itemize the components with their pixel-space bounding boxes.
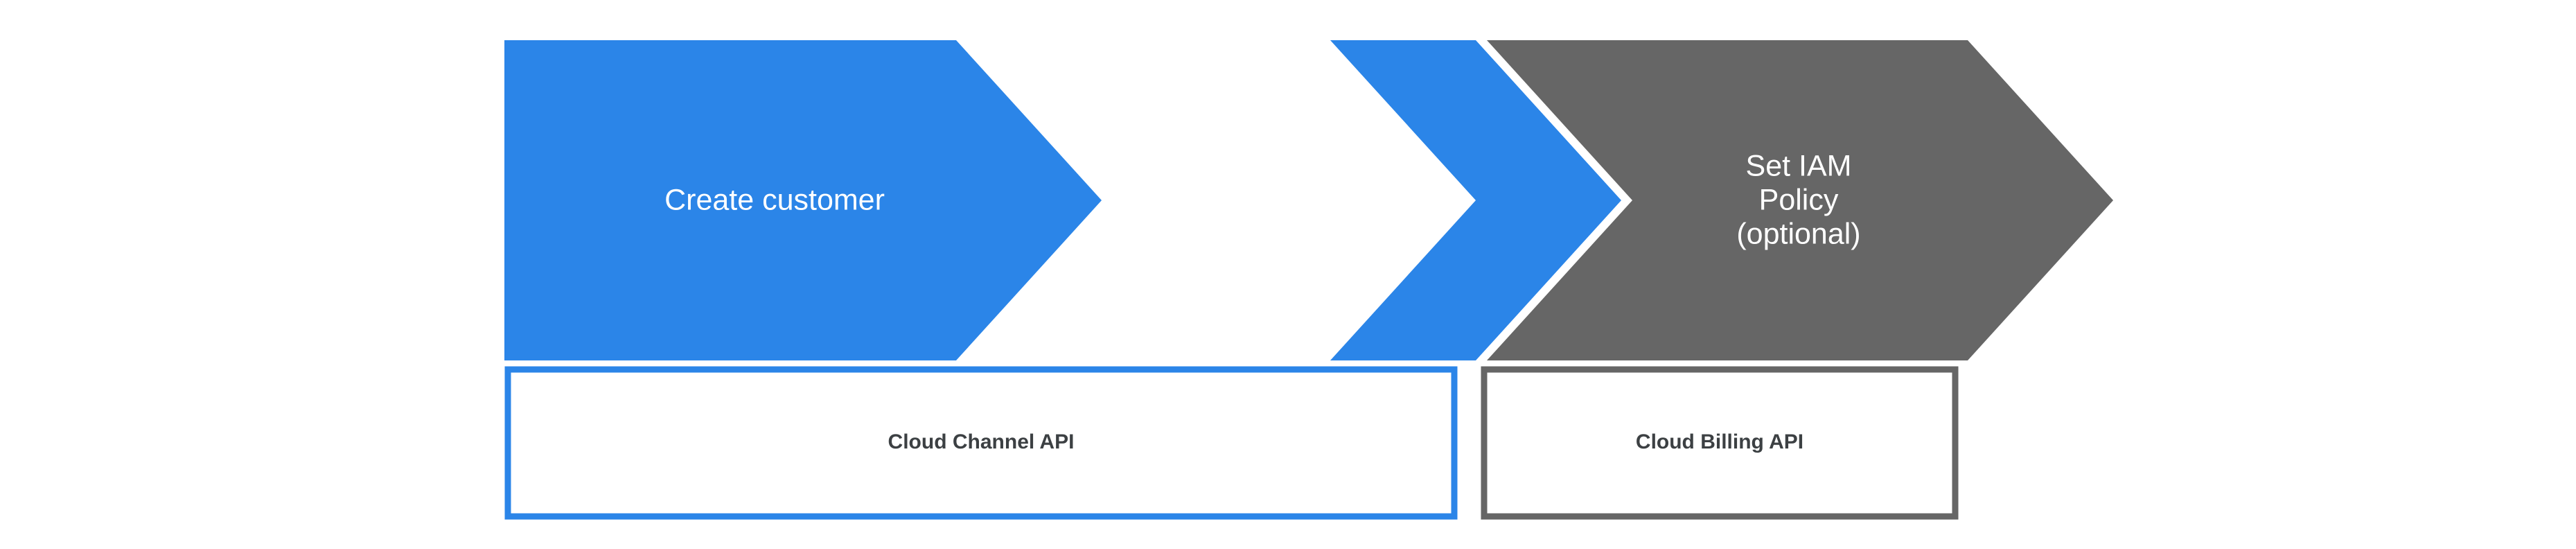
api-group-box-cloud-billing-api[interactable] bbox=[1481, 366, 1959, 520]
api-group-label-cloud-channel-api: Cloud Channel API bbox=[888, 430, 1075, 453]
api-group-label-cloud-billing-api: Cloud Billing API bbox=[1635, 430, 1804, 453]
chevron-step-3[interactable] bbox=[1487, 40, 2113, 360]
api-group-box-cloud-channel-api[interactable] bbox=[504, 366, 1458, 520]
chevron-step-1[interactable] bbox=[504, 40, 1102, 360]
chevron-step-2[interactable] bbox=[1330, 40, 1621, 360]
